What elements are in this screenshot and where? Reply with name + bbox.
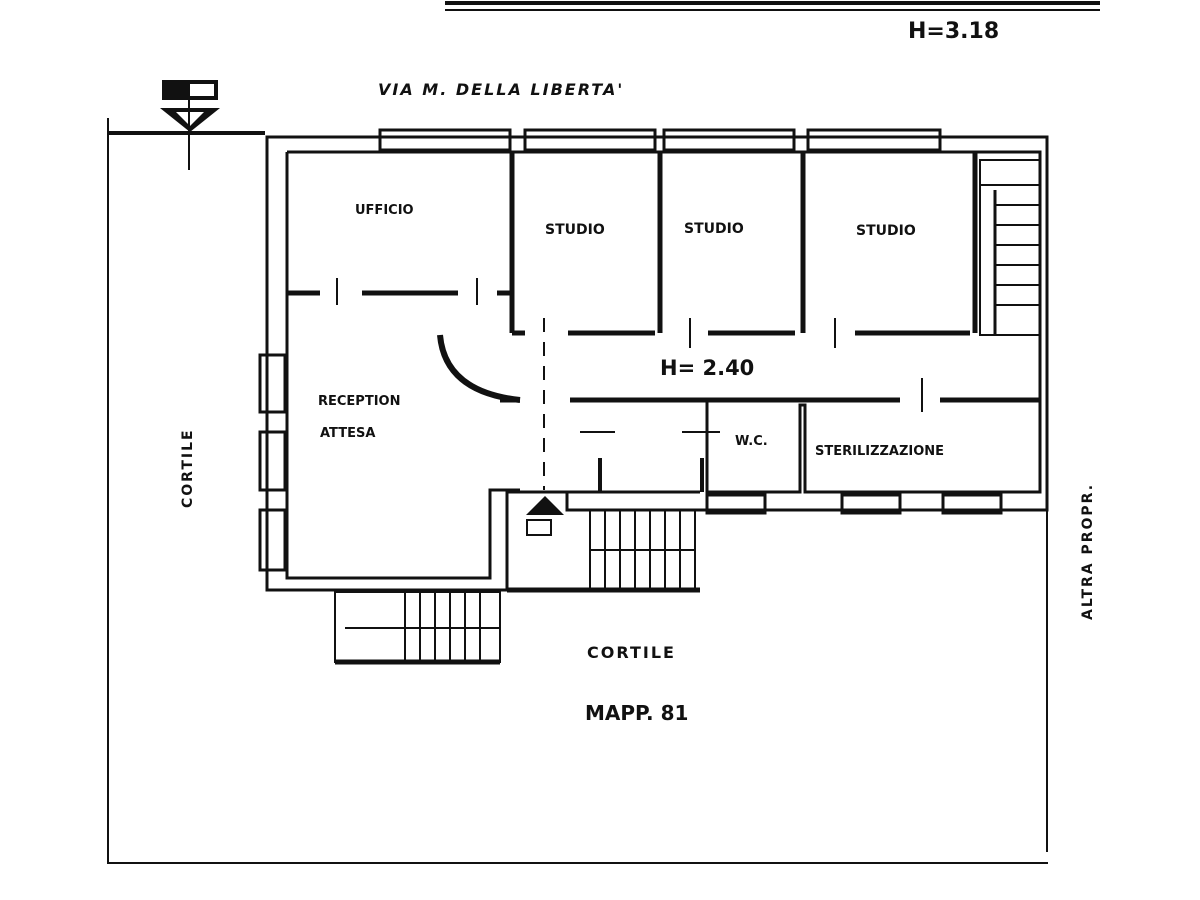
room-label-studio-1: STUDIO [545, 222, 605, 238]
entrance-marker-icon [160, 80, 220, 170]
room-label-wc: W.C. [735, 434, 768, 449]
staircase-lower-left [334, 591, 501, 665]
title-frame-lines [445, 1, 1100, 11]
room-label-studio-2: STUDIO [684, 221, 744, 237]
room-label-waiting: ATTESA [320, 426, 375, 441]
parcel-label: MAPP. 81 [585, 701, 688, 725]
courtyard-bottom-label: CORTILE [587, 643, 676, 662]
room-label-studio-3: STUDIO [856, 223, 916, 239]
entry-arrow-icon [526, 496, 564, 536]
room-label-office: UFFICIO [355, 203, 414, 218]
room-label-sterilization: STERILIZZAZIONE [815, 444, 944, 459]
room-label-reception: RECEPTION [318, 394, 400, 409]
neighbor-property-label: ALTRA PROPR. [1080, 483, 1096, 620]
courtyard-left-label: CORTILE [180, 428, 196, 508]
building-height-label: H=3.18 [908, 19, 999, 44]
street-name-label: VIA M. DELLA LIBERTA' [378, 80, 624, 99]
windows [258, 128, 1003, 572]
staircase-middle [507, 509, 700, 593]
staircase-right [979, 159, 1041, 336]
corridor-height-label: H= 2.40 [660, 356, 754, 380]
